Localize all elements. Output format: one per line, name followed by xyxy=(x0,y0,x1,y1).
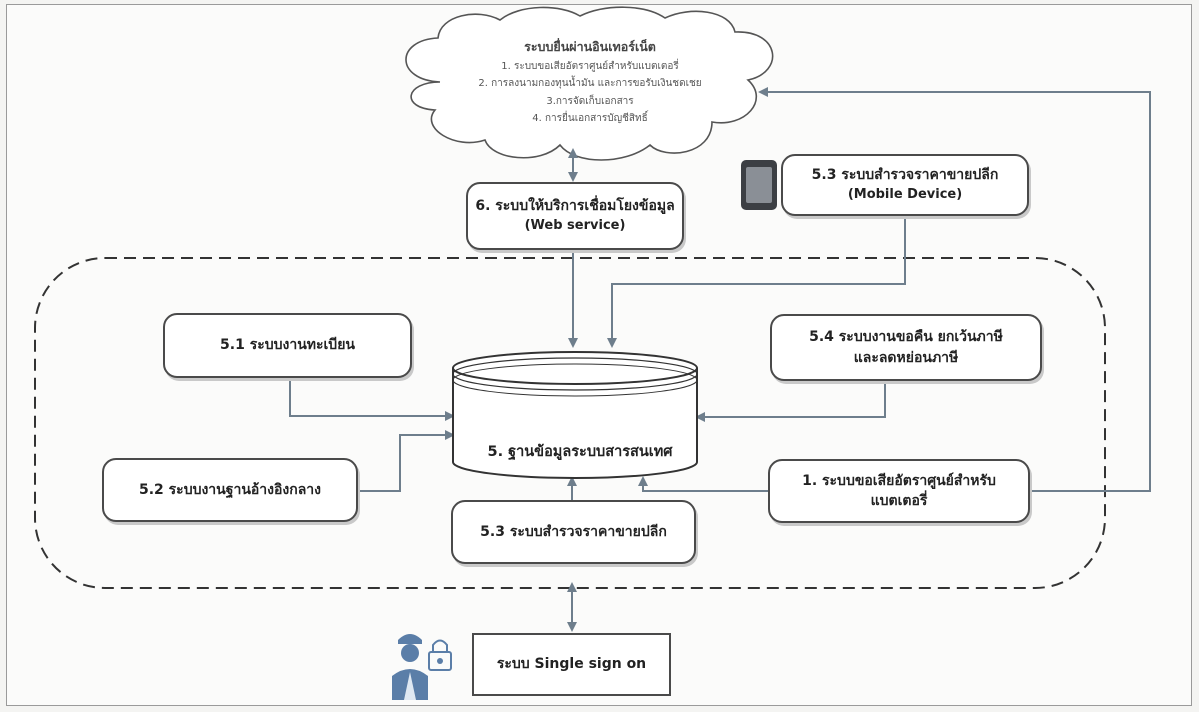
central-reference-label: 5.2 ระบบงานฐานอ้างอิงกลาง xyxy=(138,481,321,498)
database-cylinder xyxy=(452,351,698,479)
refund-subtitle: และลดหย่อนภาษี xyxy=(853,349,959,366)
single-sign-on-label: ระบบ Single sign on xyxy=(496,656,647,673)
cloud-item: 4. การยื่นเอกสารบัญชีสิทธิ์ xyxy=(532,113,648,125)
web-service-subtitle: (Web service) xyxy=(524,217,626,233)
database-label: 5. ฐานข้อมูลระบบสารสนเทศ xyxy=(487,444,673,460)
cloud-title: ระบบยื่นผ่านอินเทอร์เน็ต xyxy=(524,39,656,54)
mobile-device-icon xyxy=(741,160,777,210)
battery-subtitle: แบตเตอรี่ xyxy=(870,493,928,509)
cloud-item: 2. การลงนามกองทุนน้ำมัน และการขอรับเงินช… xyxy=(478,78,702,90)
mobile-survey-box: 5.3 ระบบสำรวจราคาขายปลีก (Mobile Device) xyxy=(781,154,1029,216)
registration-label: 5.1 ระบบงานทะเบียน xyxy=(220,337,355,354)
internet-system-cloud: ระบบยื่นผ่านอินเทอร์เน็ต 1. ระบบขอเสียอั… xyxy=(420,36,760,128)
refund-title: 5.4 ระบบงานขอคืน ยกเว้นภาษี xyxy=(809,329,1003,346)
central-reference-box: 5.2 ระบบงานฐานอ้างอิงกลาง xyxy=(102,458,358,522)
retail-survey-label: 5.3 ระบบสำรวจราคาขายปลีก xyxy=(480,523,667,540)
cloud-item: 1. ระบบขอเสียอัตราศูนย์สำหรับแบตเตอรี่ xyxy=(501,60,679,72)
battery-box: 1. ระบบขอเสียอัตราศูนย์สำหรับ แบตเตอรี่ xyxy=(768,459,1030,523)
cloud-item: 3.การจัดเก็บเอกสาร xyxy=(546,95,634,107)
mobile-survey-subtitle: (Mobile Device) xyxy=(847,186,963,202)
single-sign-on-box: ระบบ Single sign on xyxy=(472,633,671,696)
web-service-title: 6. ระบบให้บริการเชื่อมโยงข้อมูล xyxy=(475,198,675,215)
battery-title: 1. ระบบขอเสียอัตราศูนย์สำหรับ xyxy=(802,472,996,489)
registration-box: 5.1 ระบบงานทะเบียน xyxy=(163,313,412,378)
web-service-box: 6. ระบบให้บริการเชื่อมโยงข้อมูล (Web ser… xyxy=(466,182,684,250)
retail-survey-box: 5.3 ระบบสำรวจราคาขายปลีก xyxy=(451,500,696,564)
internet-cloud xyxy=(405,6,774,161)
mobile-survey-title: 5.3 ระบบสำรวจราคาขายปลีก xyxy=(811,167,999,184)
user-lock-icon xyxy=(392,634,452,700)
system-boundary xyxy=(34,257,1106,589)
refund-box: 5.4 ระบบงานขอคืน ยกเว้นภาษี และลดหย่อนภา… xyxy=(770,314,1042,381)
